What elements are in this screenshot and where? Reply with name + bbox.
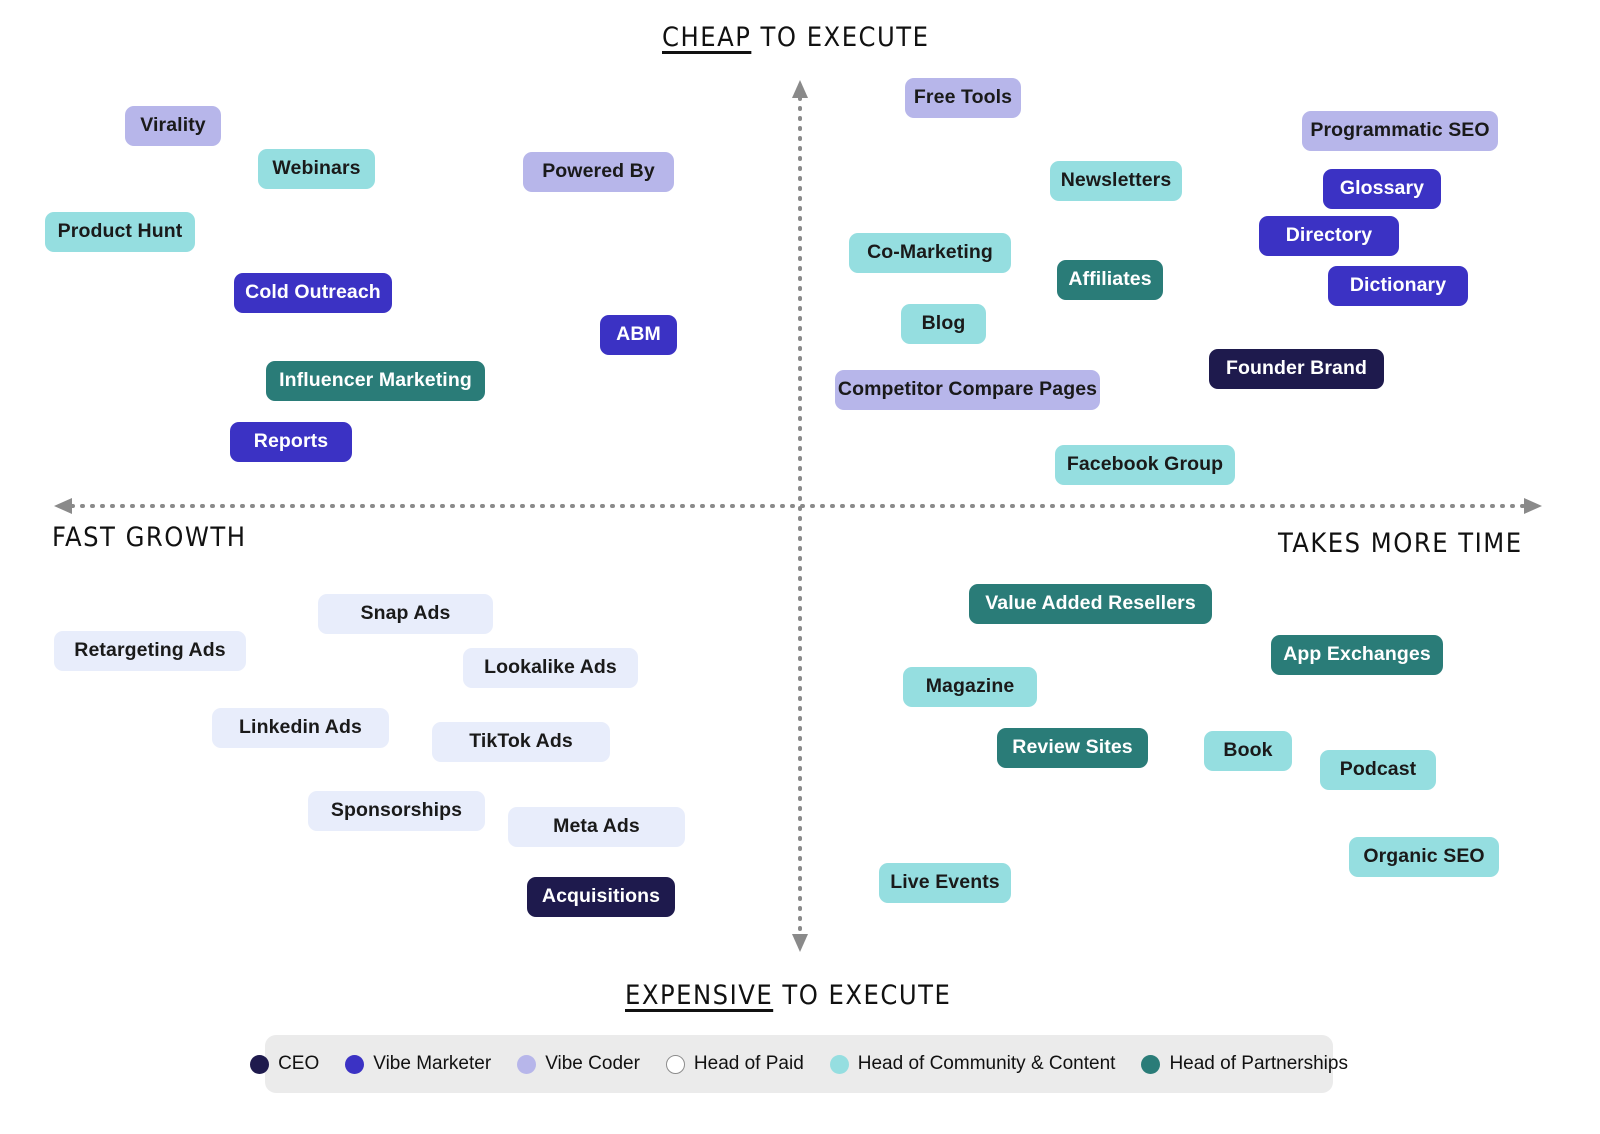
tactic-chip[interactable]: Meta Ads <box>508 807 685 847</box>
tactic-chip[interactable]: Newsletters <box>1050 161 1182 201</box>
legend-item-label: CEO <box>278 1053 320 1074</box>
axis-title-right: TAKES MORE TIME <box>1278 528 1523 559</box>
tactic-chip[interactable]: Sponsorships <box>308 791 485 831</box>
legend-item-label: Head of Community & Content <box>857 1053 1116 1074</box>
tactic-chip[interactable]: Virality <box>125 106 221 146</box>
legend-dot-icon <box>345 1054 365 1074</box>
legend-item-paid[interactable]: Head of Paid <box>665 1053 804 1075</box>
legend-item-ceo[interactable]: CEO <box>250 1053 319 1075</box>
tactic-chip[interactable]: Competitor Compare Pages <box>835 370 1100 410</box>
legend: CEO Vibe Marketer Vibe Coder Head of Paid He… <box>250 1035 1348 1093</box>
axis-title-bottom-emphasis: EXPENSIVE <box>625 980 774 1011</box>
tactic-chip[interactable]: Co-Marketing <box>849 233 1011 273</box>
vertical-axis <box>792 80 808 952</box>
tactic-chip[interactable]: Value Added Resellers <box>969 584 1212 624</box>
tactic-chip[interactable]: Podcast <box>1320 750 1436 790</box>
tactic-chip[interactable]: Influencer Marketing <box>266 361 485 401</box>
legend-dot-icon <box>1141 1054 1161 1074</box>
tactic-chip[interactable]: Live Events <box>879 863 1011 903</box>
legend-item-marketer[interactable]: Vibe Marketer <box>345 1053 491 1075</box>
tactic-chip[interactable]: Free Tools <box>905 78 1021 118</box>
tactic-chip[interactable]: Lookalike Ads <box>463 648 638 688</box>
tactic-chip[interactable]: Directory <box>1259 216 1399 256</box>
legend-item-label: Head of Partnerships <box>1169 1053 1348 1074</box>
legend-item-label: Head of Paid <box>693 1053 804 1074</box>
tactic-chip[interactable]: Book <box>1204 731 1292 771</box>
tactic-chip[interactable]: ABM <box>600 315 677 355</box>
tactic-chip[interactable]: TikTok Ads <box>432 722 610 762</box>
tactic-chip[interactable]: Facebook Group <box>1055 445 1235 485</box>
axis-title-top-emphasis: CHEAP <box>662 22 752 53</box>
legend-item-coder[interactable]: Vibe Coder <box>517 1053 640 1075</box>
axis-title-left: FAST GROWTH <box>52 522 247 553</box>
tactic-chip[interactable]: Founder Brand <box>1209 349 1384 389</box>
tactic-chip[interactable]: Review Sites <box>997 728 1148 768</box>
tactic-chip[interactable]: Linkedin Ads <box>212 708 389 748</box>
tactic-chip[interactable]: Magazine <box>903 667 1037 707</box>
legend-dot-icon <box>829 1054 849 1074</box>
tactic-chip[interactable]: Blog <box>901 304 986 344</box>
tactic-chip[interactable]: Snap Ads <box>318 594 493 634</box>
legend-item-community[interactable]: Head of Community & Content <box>829 1053 1116 1075</box>
tactic-chip[interactable]: Webinars <box>258 149 375 189</box>
legend-item-partners[interactable]: Head of Partnerships <box>1141 1053 1348 1075</box>
legend-dot-icon <box>250 1054 270 1074</box>
axis-title-top-rest: TO EXECUTE <box>751 22 930 53</box>
tactic-chip[interactable]: Product Hunt <box>45 212 195 252</box>
tactic-chip[interactable]: Glossary <box>1323 169 1441 209</box>
tactic-chip[interactable]: Reports <box>230 422 352 462</box>
tactic-chip[interactable]: Affiliates <box>1057 260 1163 300</box>
tactic-chip[interactable]: Retargeting Ads <box>54 631 246 671</box>
tactic-chip[interactable]: Acquisitions <box>527 877 675 917</box>
legend-dot-icon <box>665 1054 685 1074</box>
horizontal-axis <box>54 498 1542 514</box>
legend-dot-icon <box>517 1054 537 1074</box>
tactic-chip[interactable]: Programmatic SEO <box>1302 111 1498 151</box>
axis-title-bottom-rest: TO EXECUTE <box>773 980 952 1011</box>
axis-title-top: CHEAP TO EXECUTE <box>662 22 929 53</box>
tactic-chip[interactable]: Dictionary <box>1328 266 1468 306</box>
legend-item-label: Vibe Coder <box>545 1053 640 1074</box>
tactic-chip[interactable]: App Exchanges <box>1271 635 1443 675</box>
legend-item-label: Vibe Marketer <box>373 1053 492 1074</box>
tactic-chip[interactable]: Organic SEO <box>1349 837 1499 877</box>
tactic-chip[interactable]: Cold Outreach <box>234 273 392 313</box>
tactic-chip[interactable]: Powered By <box>523 152 674 192</box>
axis-title-bottom: EXPENSIVE TO EXECUTE <box>625 980 951 1011</box>
